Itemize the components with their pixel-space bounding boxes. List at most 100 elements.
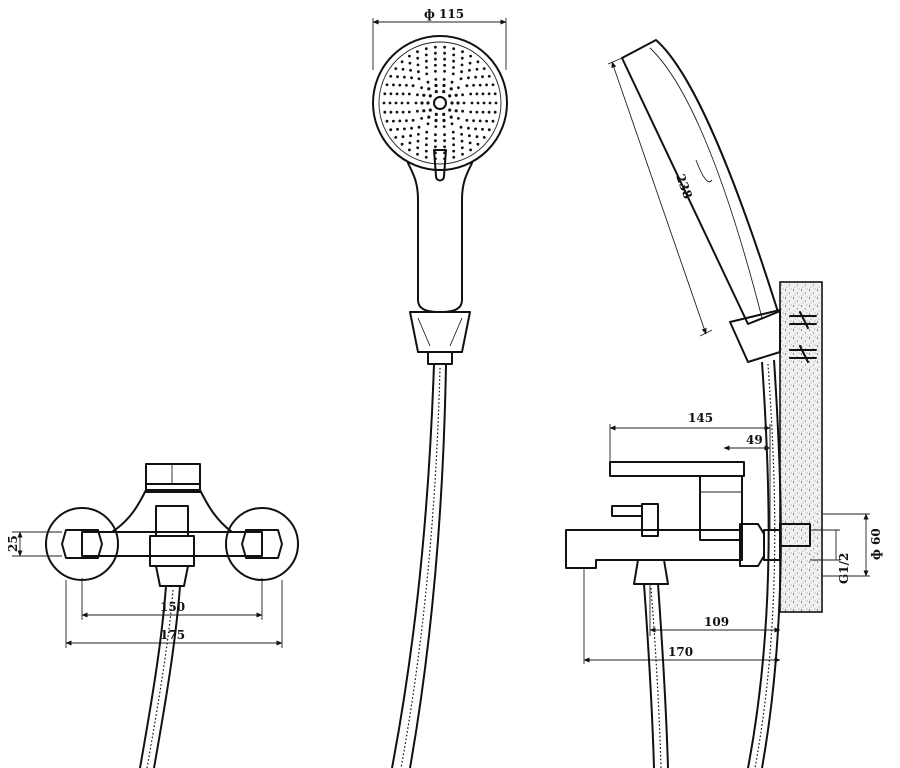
nozzle — [474, 127, 477, 131]
nozzle — [475, 67, 479, 71]
nozzle — [461, 152, 464, 156]
nozzle — [487, 110, 491, 114]
nozzle — [410, 126, 413, 130]
nozzle — [420, 117, 423, 120]
nozzle — [434, 51, 437, 55]
nozzle — [443, 133, 446, 137]
nozzle — [460, 56, 464, 60]
nozzle — [450, 80, 454, 84]
nozzle — [424, 155, 428, 159]
nozzle — [454, 109, 458, 113]
nozzle — [424, 149, 428, 153]
nozzle — [443, 139, 446, 143]
nozzle — [426, 122, 430, 126]
nozzle — [442, 90, 446, 94]
nozzle — [428, 94, 432, 98]
nozzle — [469, 92, 473, 96]
holder-side — [729, 309, 781, 363]
nozzle — [408, 61, 412, 65]
nozzle — [408, 54, 411, 58]
nozzle — [427, 115, 431, 119]
eccentric — [763, 529, 781, 561]
nozzle — [434, 57, 437, 61]
nozzle — [434, 118, 438, 123]
nozzle — [452, 53, 456, 57]
nozzle — [388, 101, 392, 105]
nozzle — [434, 69, 437, 73]
diverter-knob — [611, 505, 643, 517]
nozzle — [401, 67, 405, 71]
nozzle-pattern — [382, 45, 498, 161]
mixer-body — [81, 531, 263, 557]
nozzle — [395, 92, 399, 96]
nozzle — [476, 142, 480, 146]
nozzle — [452, 47, 456, 51]
nozzle — [416, 139, 420, 143]
hand-shower-front-view: ф 115 — [372, 7, 508, 768]
nozzle — [487, 128, 491, 132]
nozzle — [428, 108, 432, 112]
nozzle — [478, 119, 482, 123]
nozzle — [394, 67, 398, 70]
nozzle — [461, 109, 464, 113]
nozzle — [403, 75, 406, 79]
nozzle — [416, 93, 419, 97]
nozzle — [449, 87, 453, 91]
outlet-housing — [149, 535, 195, 567]
spray-selector — [433, 149, 447, 182]
nozzle — [401, 92, 405, 96]
nozzle — [416, 146, 420, 150]
nozzle — [448, 94, 452, 98]
nozzle — [411, 84, 415, 88]
nozzle — [407, 110, 411, 114]
dim-hand-shower-length: 238 — [673, 172, 695, 200]
nozzle — [443, 69, 446, 73]
nozzle — [422, 93, 426, 97]
nozzle — [396, 127, 399, 131]
nozzle — [469, 148, 472, 152]
lever-side — [609, 461, 745, 477]
nozzle — [389, 128, 393, 132]
nozzle — [434, 78, 438, 81]
nozzle — [434, 133, 437, 137]
nozzle — [406, 101, 410, 105]
nozzle — [426, 80, 430, 84]
nozzle — [481, 110, 485, 114]
left-hex-nut — [61, 529, 103, 559]
shower-head-center — [433, 96, 447, 110]
nozzle — [485, 119, 488, 123]
nozzle — [417, 77, 421, 81]
nozzle — [389, 74, 393, 78]
nozzle — [434, 139, 437, 143]
wall-plug-upper — [789, 311, 817, 329]
dim-thread-size: G1/2 — [837, 553, 851, 584]
nozzle — [416, 56, 420, 60]
nozzle — [394, 101, 398, 105]
nozzle — [451, 72, 455, 76]
nozzle — [459, 77, 463, 81]
handle — [407, 162, 473, 313]
nozzle — [460, 63, 464, 67]
nozzle — [420, 101, 424, 105]
nozzle — [398, 119, 402, 123]
nozzle — [493, 92, 497, 96]
nozzle — [434, 90, 438, 94]
nozzle — [442, 118, 446, 123]
nozzle — [460, 70, 463, 74]
mixer-front-view: 25 150 175 — [6, 463, 299, 768]
nozzle — [449, 115, 453, 119]
nozzle — [443, 145, 446, 149]
nozzle — [482, 101, 486, 105]
nozzle — [409, 68, 412, 72]
nozzle — [385, 83, 389, 87]
nozzle — [382, 101, 386, 105]
nozzle — [443, 63, 446, 67]
nozzle — [389, 92, 393, 96]
nozzle — [468, 134, 471, 138]
lever-cap — [145, 463, 201, 485]
nozzle — [443, 45, 446, 49]
nozzle — [456, 101, 460, 105]
shower-head-outer — [372, 35, 508, 171]
nozzle — [383, 110, 387, 114]
dim-spout-length: 145 — [688, 411, 713, 425]
